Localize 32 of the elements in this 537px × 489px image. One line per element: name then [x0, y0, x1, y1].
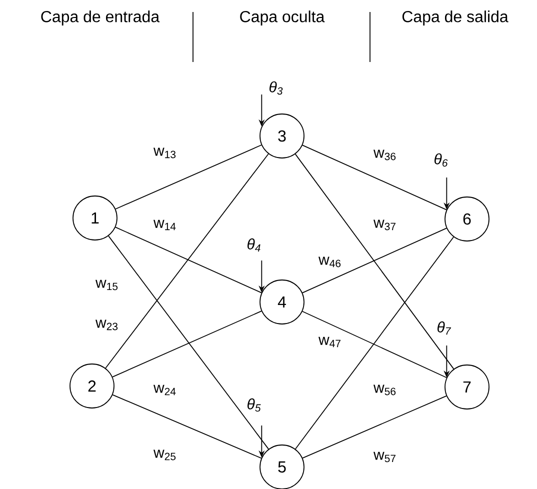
edge-label: w$_{24}$	[153, 384, 176, 396]
edge-label: w$_{15}$	[95, 280, 118, 290]
connection-line	[302, 228, 447, 294]
edge-label: w$_{37}$	[373, 220, 396, 230]
edge-label: θ$_{3}$	[270, 81, 283, 95]
edge-label: θ$_{6}$	[434, 153, 448, 167]
connection-line	[108, 236, 269, 450]
edge-label: θ$_{5}$	[248, 398, 261, 412]
connection-line	[302, 144, 447, 210]
edge-label: w$_{25}$	[153, 450, 176, 460]
connection-line	[302, 310, 448, 378]
edge-label: w$_{13}$	[153, 148, 176, 158]
edge-label: θ$_{4}$	[248, 238, 260, 252]
connection-line	[112, 310, 262, 378]
edge-label: w$_{47}$	[318, 336, 340, 348]
connection-line	[112, 394, 262, 459]
edge-label: w$_{56}$	[373, 384, 396, 396]
layer-heading: Capa de entrada	[41, 10, 160, 26]
connection-line	[294, 154, 454, 370]
edge-label: w$_{36}$	[373, 150, 396, 160]
connection-line	[294, 236, 454, 450]
edge-label: w$_{57}$	[373, 452, 396, 462]
connection-line	[302, 395, 447, 459]
edge-label: θ$_{7}$	[438, 321, 452, 335]
edge-label: w$_{46}$	[318, 256, 341, 268]
connection-line	[105, 153, 269, 369]
connection-line	[115, 226, 262, 294]
connection-line	[115, 144, 262, 210]
edge-label: w$_{23}$	[95, 320, 118, 330]
layer-heading: Capa oculta	[240, 10, 325, 26]
edge-label: w$_{14}$	[153, 220, 176, 230]
layer-heading: Capa de salida	[402, 10, 508, 26]
